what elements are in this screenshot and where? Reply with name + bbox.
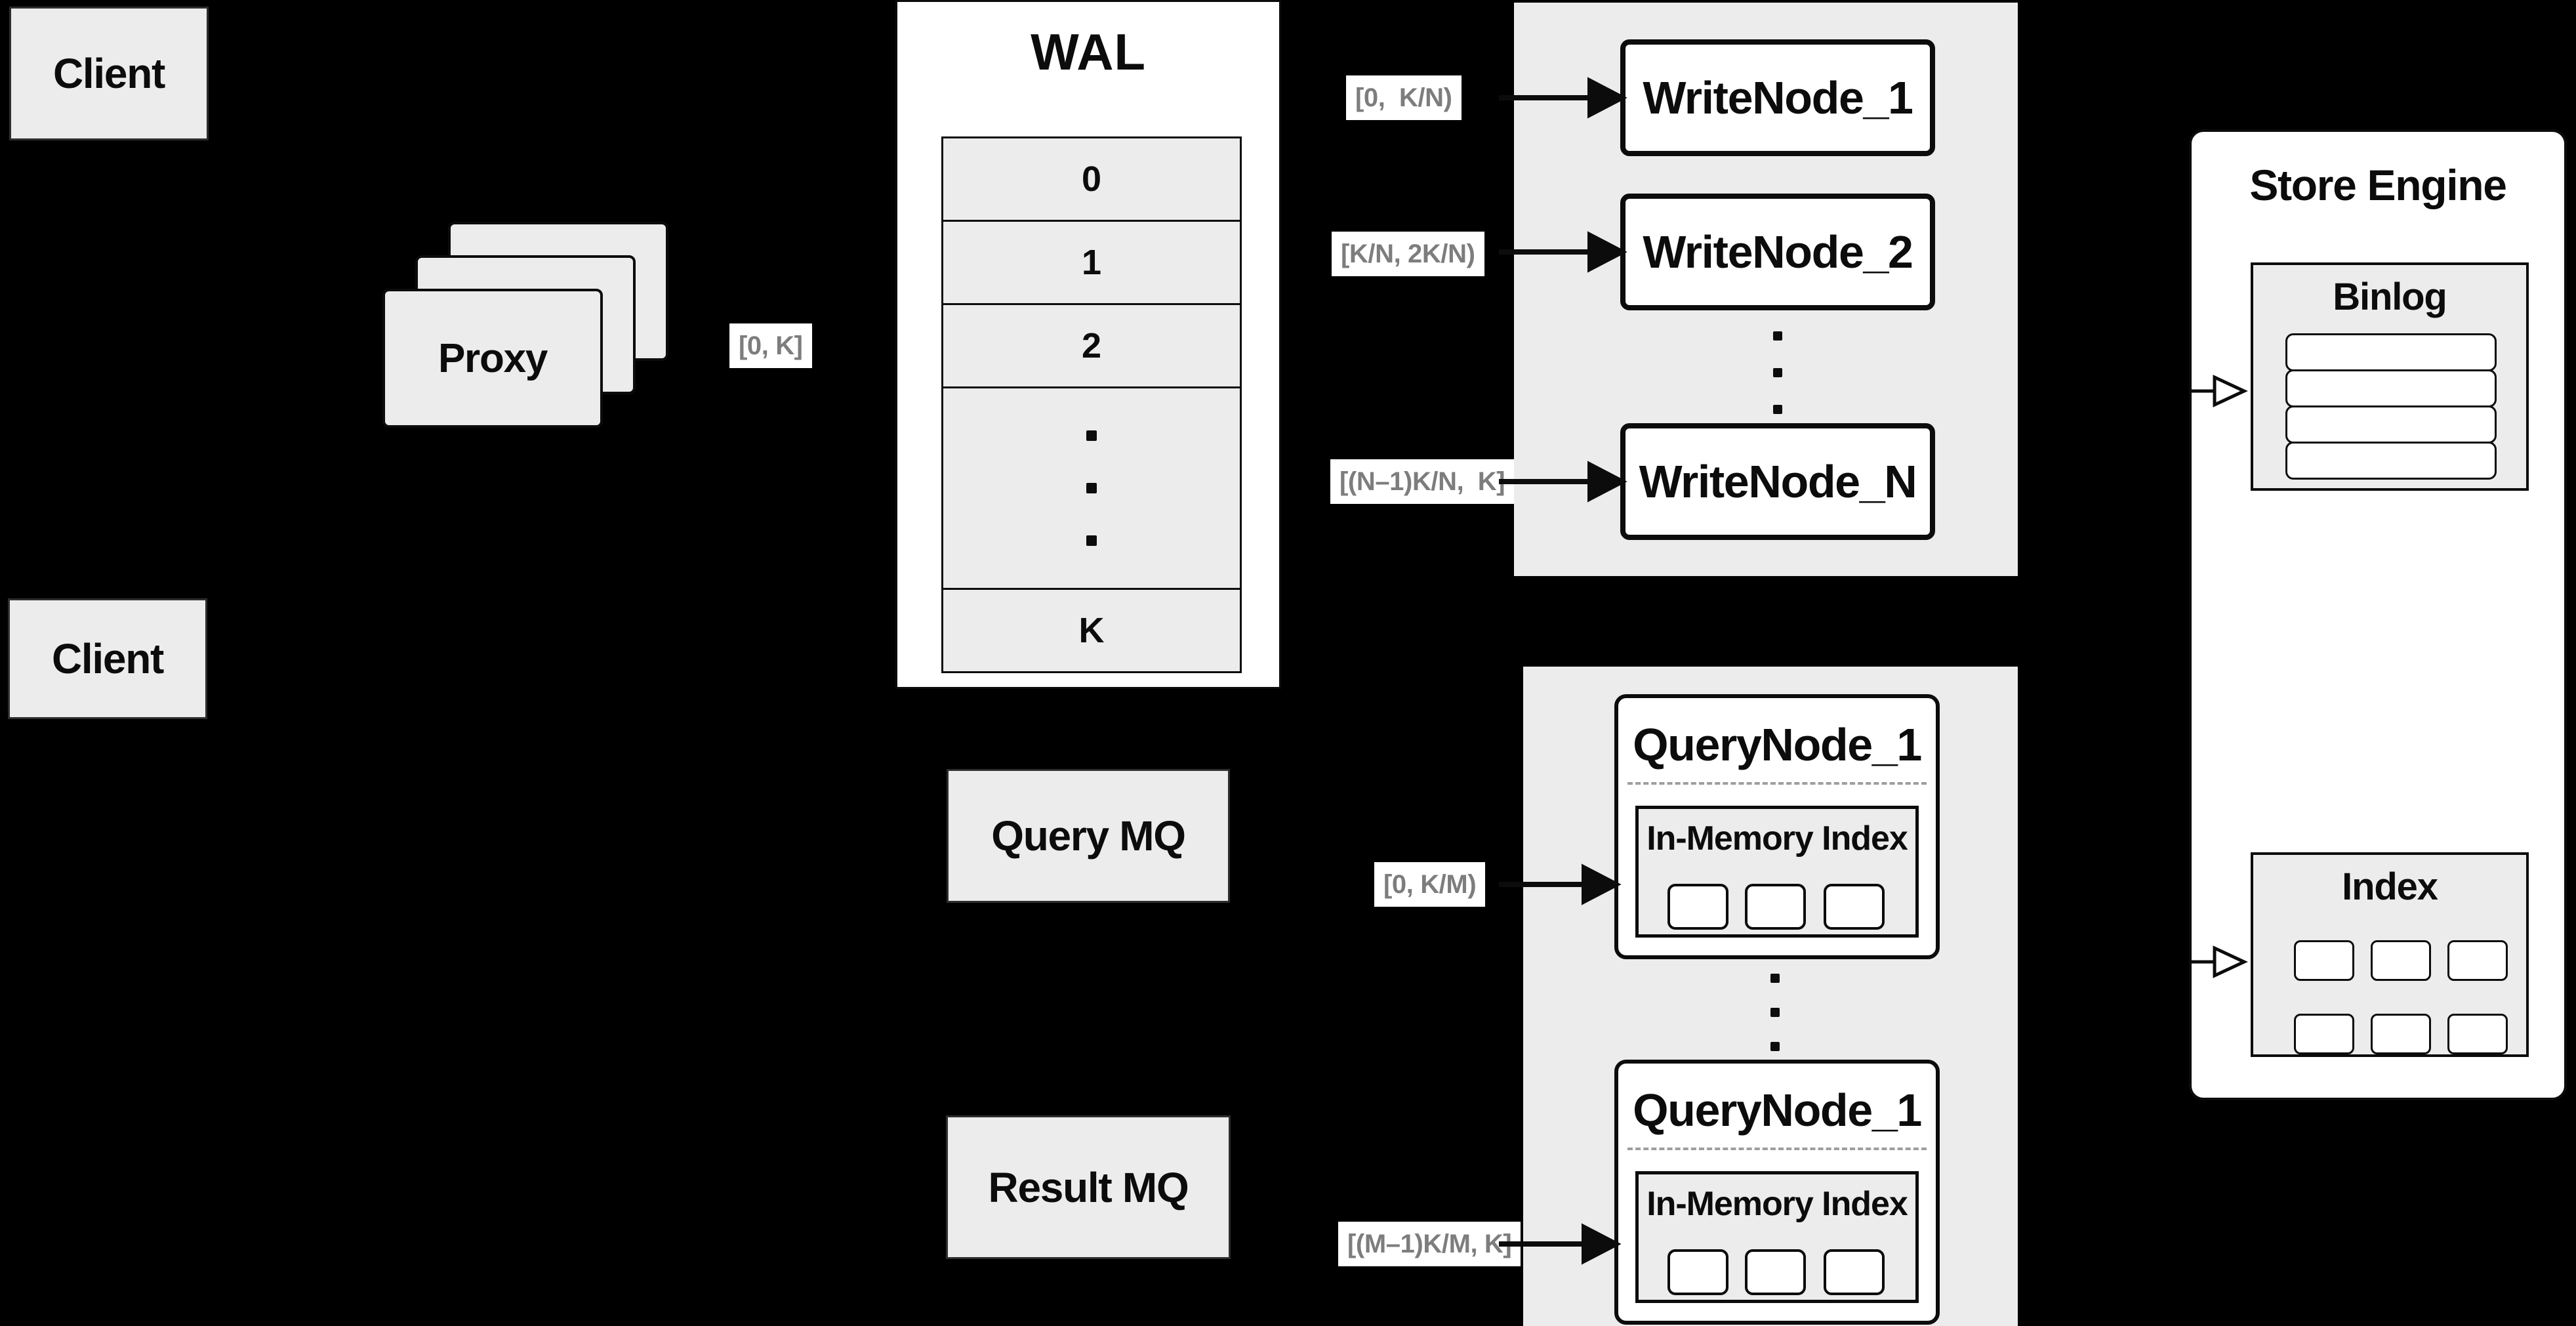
arrowhead-index-hollow [2213, 945, 2248, 978]
segment-chip [1745, 884, 1806, 930]
range-label-proxy-out: [0, K] [729, 323, 812, 368]
write-node-1-box: WriteNode_1 [1620, 39, 1935, 156]
wal-table: 0 1 2 K [941, 136, 1242, 673]
proxy-label: Proxy [438, 335, 548, 381]
write-node-n-label: WriteNode_N [1639, 456, 1917, 507]
dashed-divider [1627, 782, 1927, 785]
wal-row-k: K [943, 588, 1240, 671]
arrowhead-query-node-1 [1582, 863, 1622, 905]
index-box: Index [2251, 852, 2529, 1057]
result-mq-label: Result MQ [988, 1163, 1189, 1211]
in-memory-index-title-1: In-Memory Index [1646, 819, 1908, 858]
in-memory-index-box-2: In-Memory Index [1635, 1171, 1919, 1303]
range-label-query-1: [0, K/M) [1374, 862, 1486, 907]
wal-row-0: 0 [943, 138, 1240, 220]
arrowhead-query-node-2 [1582, 1223, 1622, 1265]
query-mq-label: Query MQ [991, 812, 1186, 860]
dashed-divider [1627, 1148, 1927, 1150]
wal-row-1: 1 [943, 220, 1240, 303]
range-label-query-m: [(M–1)K/M, K] [1338, 1222, 1521, 1266]
range-label-write-1: [0, K/N) [1346, 75, 1462, 120]
store-engine-title-wrap: Store Engine [2192, 155, 2564, 215]
write-node-2-label: WriteNode_2 [1643, 226, 1913, 278]
wal-ellipsis-row [943, 386, 1240, 588]
query-mq-box: Query MQ [947, 769, 1230, 903]
ellipsis-dot [1773, 331, 1782, 341]
wal-row-2: 2 [943, 303, 1240, 386]
wal-panel: WAL 0 1 2 K [895, 0, 1281, 689]
binlog-rows [2285, 333, 2497, 480]
ellipsis-dot [1770, 1042, 1780, 1051]
segment-chip [1667, 1249, 1728, 1295]
client-top-label: Client [52, 50, 165, 97]
index-chip [2447, 940, 2508, 981]
index-chip [2294, 1014, 2354, 1054]
query-node-1-title: QueryNode_1 [1633, 719, 1922, 770]
write-node-1-label: WriteNode_1 [1643, 72, 1913, 123]
query-node-1-title-wrap: QueryNode_1 [1618, 709, 1936, 781]
range-label-write-2: [K/N, 2K/N) [1332, 232, 1484, 276]
ellipsis-dot [1773, 405, 1782, 414]
binlog-title-wrap: Binlog [2253, 273, 2526, 320]
segment-chip [1745, 1249, 1806, 1295]
wal-title-wrap: WAL [897, 20, 1279, 83]
in-memory-index-box-1: In-Memory Index [1635, 806, 1919, 938]
in-memory-index-title-wrap: In-Memory Index [1639, 816, 1915, 861]
query-nodes-ellipsis [1770, 974, 1780, 1051]
ellipsis-dot [1770, 974, 1780, 983]
segment-chip [1667, 884, 1728, 930]
index-title-wrap: Index [2253, 863, 2526, 910]
index-title: Index [2342, 865, 2438, 908]
range-label-write-n: [(N–1)K/N, K] [1330, 459, 1515, 504]
in-memory-index-title-2: In-Memory Index [1646, 1185, 1908, 1223]
in-memory-index-title-wrap: In-Memory Index [1639, 1181, 1915, 1227]
index-chip [2294, 940, 2354, 981]
write-node-n-box: WriteNode_N [1620, 423, 1935, 540]
arrowhead-write-node-n [1587, 461, 1627, 503]
client-box-top: Client [9, 7, 209, 140]
segment-chip [1824, 1249, 1885, 1295]
client-bottom-label: Client [51, 635, 164, 682]
ellipsis-dot [1086, 483, 1097, 493]
binlog-row [2285, 369, 2497, 407]
store-engine-panel: Store Engine Binlog Index [2189, 129, 2567, 1100]
query-node-2-title: QueryNode_1 [1633, 1085, 1922, 1136]
store-engine-title: Store Engine [2249, 161, 2507, 209]
index-chip [2371, 940, 2431, 981]
write-nodes-ellipsis [1773, 331, 1782, 414]
proxy-card-front: Proxy [382, 289, 603, 428]
binlog-title: Binlog [2333, 275, 2447, 318]
binlog-row [2285, 442, 2497, 480]
binlog-row [2285, 405, 2497, 444]
ellipsis-dot [1086, 535, 1097, 546]
query-node-2-box: QueryNode_1 In-Memory Index [1614, 1060, 1940, 1325]
client-box-bottom: Client [8, 598, 207, 719]
query-node-2-title-wrap: QueryNode_1 [1618, 1074, 1936, 1146]
binlog-box: Binlog [2251, 262, 2529, 491]
index-chip [2447, 1014, 2508, 1054]
index-chip [2371, 1014, 2431, 1054]
ellipsis-dot [1770, 1008, 1780, 1017]
result-mq-box: Result MQ [946, 1115, 1231, 1259]
segment-chip [1824, 884, 1885, 930]
arrowhead-binlog-hollow [2213, 375, 2248, 407]
ellipsis-dot [1086, 430, 1097, 441]
wal-title: WAL [1031, 22, 1146, 81]
arrowhead-write-node-1 [1587, 77, 1627, 119]
write-node-2-box: WriteNode_2 [1620, 194, 1935, 310]
arrowhead-write-node-2 [1587, 231, 1627, 273]
query-node-1-box: QueryNode_1 In-Memory Index [1614, 694, 1940, 959]
ellipsis-dot [1773, 368, 1782, 377]
